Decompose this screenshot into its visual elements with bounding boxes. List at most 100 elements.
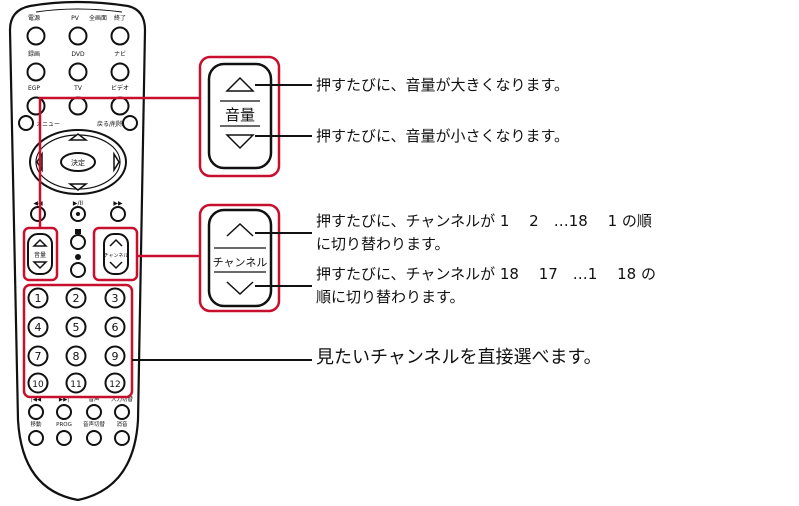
skip-fwd-label: ▶▶| bbox=[59, 397, 69, 403]
egp-label: EGP bbox=[28, 85, 40, 92]
num-7-label: 7 bbox=[35, 350, 42, 363]
tv-button[interactable] bbox=[68, 96, 88, 116]
move-button[interactable] bbox=[28, 430, 44, 446]
video-label: ビデオ bbox=[111, 84, 129, 92]
dpad-up-arrow-icon[interactable] bbox=[67, 133, 89, 141]
rewind-label: ◀◀ bbox=[33, 200, 43, 207]
callout-numbers: 見たいチャンネルを直接選べます。 bbox=[316, 347, 602, 368]
back-button[interactable] bbox=[122, 115, 138, 131]
zoom-volume-down-icon[interactable] bbox=[225, 134, 255, 150]
num-7-button[interactable] bbox=[27, 345, 49, 367]
exit-label: 終了 bbox=[114, 14, 126, 22]
zoom-volume-up-icon[interactable] bbox=[225, 76, 255, 92]
channel-down-icon[interactable] bbox=[109, 261, 123, 270]
num-5-button[interactable] bbox=[65, 316, 87, 338]
pv-label: PV bbox=[71, 15, 80, 22]
dvd-label: DVD bbox=[71, 51, 85, 58]
callout-volume-down: 押すたびに、音量が小さくなります。 bbox=[316, 127, 570, 145]
stop-button[interactable] bbox=[70, 234, 86, 250]
num-9-label: 9 bbox=[112, 350, 119, 363]
numpad-highlight bbox=[22, 283, 134, 399]
menu-label: メニュー bbox=[36, 121, 60, 128]
top-buttons: 電源 PV 全画面 終了 録画 DVD ナビ EGP TV ビデオ bbox=[28, 14, 129, 92]
zoom-channel-down-icon[interactable] bbox=[226, 281, 254, 296]
ff-button[interactable] bbox=[110, 206, 126, 222]
prog-button[interactable] bbox=[56, 430, 72, 446]
channel-rocker[interactable]: チャンネル bbox=[103, 233, 129, 275]
audio-switch-button[interactable] bbox=[86, 430, 102, 446]
num-11-label: 11 bbox=[70, 380, 81, 390]
skip-back-label: |◀◀ bbox=[31, 397, 42, 403]
menu-button[interactable] bbox=[18, 115, 34, 131]
callout-channel-down-line2: 順に切り替わります。 bbox=[316, 288, 465, 306]
dvd-button[interactable] bbox=[68, 62, 88, 82]
audio-switch-label: 音声切替 bbox=[83, 420, 106, 428]
num-6-label: 6 bbox=[112, 321, 119, 334]
dpad[interactable]: 決定 bbox=[29, 129, 127, 195]
fullscreen-label: 全画面 bbox=[89, 14, 107, 22]
channel-highlight bbox=[92, 226, 139, 282]
skip-fwd-button[interactable] bbox=[56, 404, 72, 420]
num-12-button[interactable] bbox=[104, 372, 126, 394]
navi-button[interactable] bbox=[110, 62, 130, 82]
callout-channel-up-line1: 押すたびに、チャンネルが 1 2 …18 1 の順 bbox=[316, 212, 652, 230]
audio-button[interactable] bbox=[86, 404, 102, 420]
stop-icon bbox=[75, 229, 81, 234]
num-12-label: 12 bbox=[109, 380, 120, 390]
enter-label: 決定 bbox=[71, 158, 85, 167]
channel-zoom: チャンネル bbox=[198, 203, 281, 313]
back-label: 戻る/削除 bbox=[97, 120, 123, 128]
number-pad bbox=[27, 287, 126, 394]
dpad-down-arrow-icon[interactable] bbox=[67, 183, 89, 191]
volume-up-icon[interactable] bbox=[32, 238, 48, 247]
volume-rocker[interactable]: 音量 bbox=[27, 233, 53, 275]
tv-label: TV bbox=[73, 85, 83, 92]
zoom-channel-up-icon[interactable] bbox=[226, 222, 254, 237]
num-11-button[interactable] bbox=[65, 372, 87, 394]
callout-channel-up-line2: に切り替わります。 bbox=[316, 235, 450, 253]
volume-label: 音量 bbox=[34, 251, 46, 259]
input-switch-label: 入力切替 bbox=[111, 395, 134, 403]
record-label: 録画 bbox=[28, 50, 40, 58]
rec-button[interactable] bbox=[70, 262, 86, 278]
mute-button[interactable] bbox=[114, 430, 130, 446]
num-1-label: 1 bbox=[35, 292, 42, 305]
enter-button[interactable] bbox=[60, 152, 96, 172]
num-8-button[interactable] bbox=[65, 345, 87, 367]
ff-label: ▶▶ bbox=[113, 200, 123, 207]
channel-up-icon[interactable] bbox=[109, 238, 123, 247]
egp-button[interactable] bbox=[26, 96, 46, 116]
volume-connector bbox=[38, 96, 200, 228]
num-9-button[interactable] bbox=[104, 345, 126, 367]
num-1-button[interactable] bbox=[27, 287, 49, 309]
volume-down-icon[interactable] bbox=[32, 261, 48, 270]
num-4-button[interactable] bbox=[27, 316, 49, 338]
power-label: 電源 bbox=[28, 14, 40, 22]
callout-channel-down-line1: 押すたびに、チャンネルが 18 17 …1 18 の bbox=[316, 265, 656, 283]
num-10-button[interactable] bbox=[27, 372, 49, 394]
record-button[interactable] bbox=[26, 62, 46, 82]
callout-volume-up: 押すたびに、音量が大きくなります。 bbox=[316, 76, 570, 94]
num-10-label: 10 bbox=[32, 380, 44, 390]
pv-button[interactable] bbox=[68, 26, 88, 46]
num-6-button[interactable] bbox=[104, 316, 126, 338]
num-2-label: 2 bbox=[73, 292, 80, 305]
num-3-button[interactable] bbox=[104, 287, 126, 309]
move-label: 移動 bbox=[30, 420, 42, 428]
num-8-label: 8 bbox=[73, 350, 80, 363]
zoom-channel-label: チャンネル bbox=[213, 256, 268, 269]
skip-back-button[interactable] bbox=[28, 404, 44, 420]
video-button[interactable] bbox=[110, 96, 130, 116]
channel-label: チャンネル bbox=[104, 253, 129, 259]
rewind-button[interactable] bbox=[30, 206, 46, 222]
zoom-volume-label: 音量 bbox=[225, 106, 255, 124]
input-switch-button[interactable] bbox=[114, 404, 130, 420]
exit-button[interactable] bbox=[110, 26, 130, 46]
audio-label: 音声 bbox=[88, 395, 100, 403]
num-2-button[interactable] bbox=[65, 287, 87, 309]
prog-label: PROG bbox=[56, 422, 72, 428]
dpad-right-arrow-icon[interactable] bbox=[113, 151, 120, 173]
power-button[interactable] bbox=[26, 26, 46, 46]
num-5-label: 5 bbox=[73, 321, 80, 334]
navi-label: ナビ bbox=[114, 50, 126, 58]
